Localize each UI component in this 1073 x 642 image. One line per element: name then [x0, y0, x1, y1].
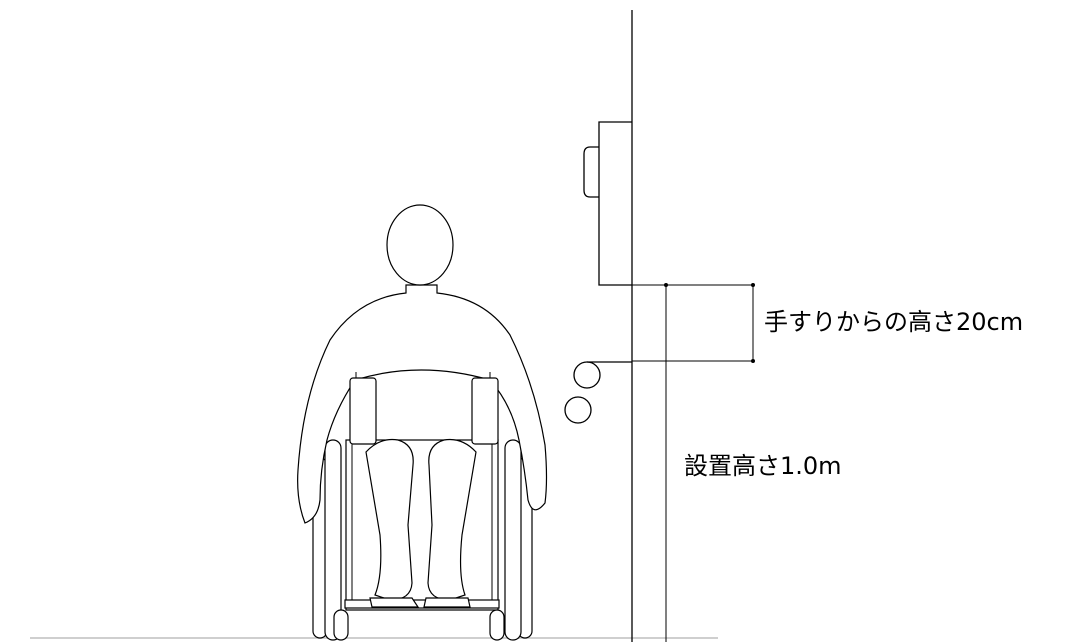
install-height-label: 設置高さ1.0m	[684, 452, 842, 480]
dimension-lines	[632, 283, 755, 642]
handrail	[564, 361, 632, 424]
wheelchair-user	[297, 204, 548, 641]
handrail-offset-label: 手すりからの高さ20cm	[764, 308, 1024, 336]
floor-line	[30, 637, 718, 639]
wall-device	[583, 121, 632, 286]
